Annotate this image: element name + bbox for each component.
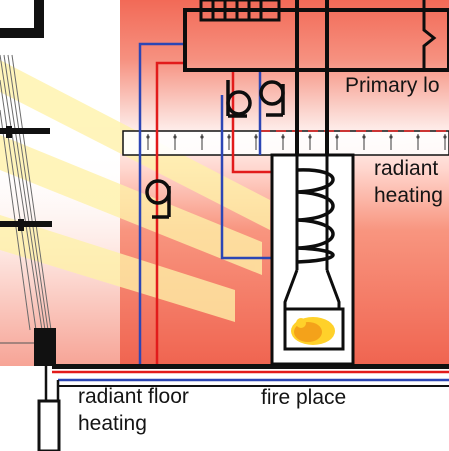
radiant-heating-label-line2: heating — [374, 184, 443, 207]
flue-pipes — [295, 0, 329, 155]
floor-slab — [52, 364, 449, 369]
wall-corner-notch — [0, 0, 34, 28]
pump-icon — [226, 80, 252, 118]
brace-icon — [422, 0, 437, 70]
primary-loop-label: Primary lo — [345, 74, 440, 97]
firebox-hood — [325, 269, 341, 308]
radiant-floor-label-line2: heating — [78, 412, 147, 435]
tank-fitting-fins — [211, 0, 263, 20]
radiant-floor-label-line1: radiant floor — [78, 385, 189, 408]
pump-icon — [145, 179, 171, 219]
ceiling-radiant-panel — [122, 130, 449, 156]
window-glazing — [0, 54, 52, 331]
primary-loop-tank — [183, 8, 449, 72]
window-brackets — [0, 126, 52, 231]
firebox-hood — [283, 269, 299, 308]
pump-icon — [259, 80, 285, 117]
tank-top-fitting — [199, 0, 281, 22]
ceiling-panel-dots — [146, 135, 447, 139]
foundation-post — [37, 399, 61, 451]
cold-pipes — [138, 42, 299, 364]
fire-place-label: fire place — [261, 386, 347, 409]
flame-icon — [291, 317, 335, 345]
coil-icon — [296, 168, 335, 264]
window-sill-block — [34, 328, 56, 366]
radiant-heating-label-line1: radiant — [374, 157, 439, 180]
